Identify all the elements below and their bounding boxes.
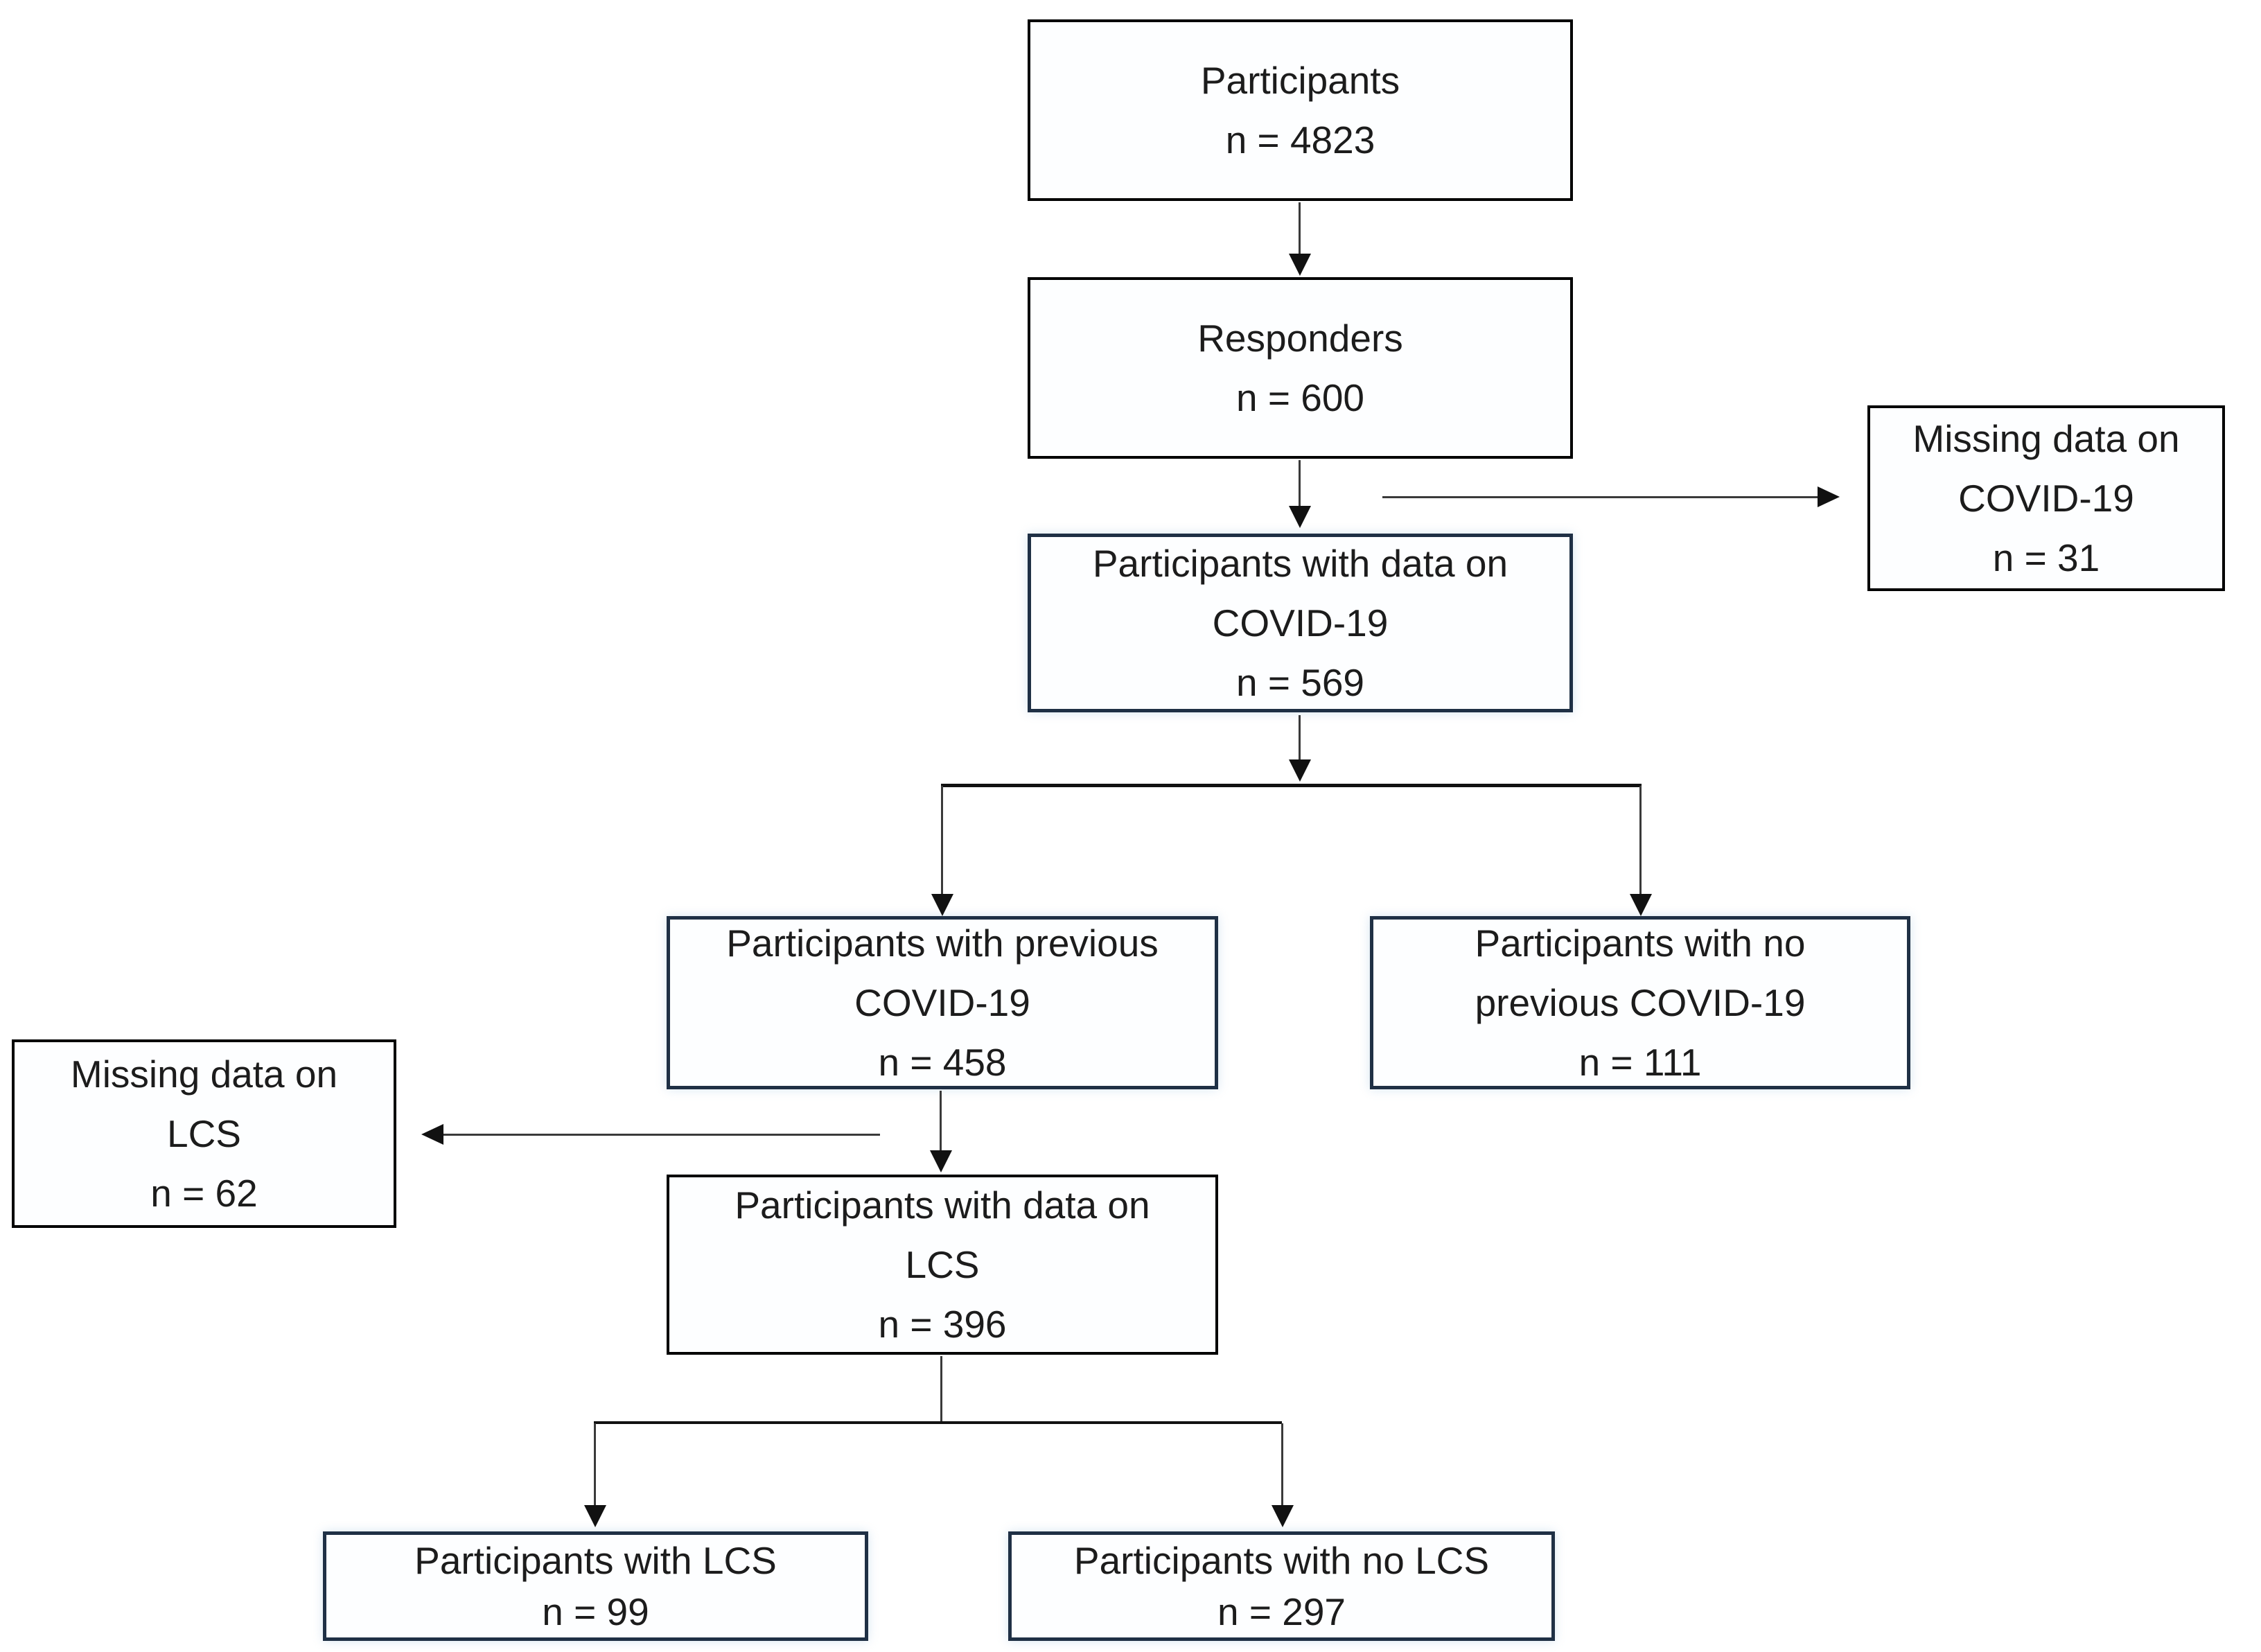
box-participants-count: n = 4823 <box>1225 118 1375 161</box>
branch-line-covid-split <box>941 784 1642 787</box>
box-participants-data-lcs-label-2: LCS <box>905 1243 980 1286</box>
box-no-lcs-label: Participants with no LCS <box>1073 1539 1490 1582</box>
box-missing-data-covid-label-1: Missing data on <box>1912 417 2180 460</box>
box-previous-covid-count: n = 458 <box>878 1041 1007 1084</box>
box-previous-covid-label-2: COVID-19 <box>854 981 1030 1024</box>
arrow-to-missing-lcs-head <box>421 1124 443 1145</box>
box-no-previous-covid-label-2: previous COVID-19 <box>1475 981 1806 1024</box>
box-participants-data-covid: Participants with data on COVID-19 n = 5… <box>1028 534 1573 712</box>
arrow-branch-to-no-previous-covid-head <box>1630 894 1652 916</box>
box-participants-data-covid-label-1: Participants with data on <box>1092 542 1508 585</box>
arrow-branch-to-previous-covid-head <box>931 894 953 916</box>
box-no-previous-covid: Participants with no previous COVID-19 n… <box>1370 916 1910 1089</box>
box-participants-label: Participants <box>1200 59 1400 102</box>
box-participants: Participants n = 4823 <box>1028 19 1573 201</box>
box-missing-data-covid: Missing data on COVID-19 n = 31 <box>1867 405 2225 591</box>
arrow-branch-to-previous-covid-shaft <box>941 786 943 895</box>
arrow-to-missing-covid-shaft <box>1382 496 1818 498</box>
arrow-previous-covid-to-data-lcs-head <box>930 1150 952 1172</box>
box-with-lcs: Participants with LCS n = 99 <box>323 1531 868 1641</box>
box-responders: Responders n = 600 <box>1028 277 1573 459</box>
arrow-branch-to-no-lcs-shaft <box>1281 1423 1283 1506</box>
box-previous-covid-label-1: Participants with previous <box>726 922 1159 965</box>
box-participants-data-lcs: Participants with data on LCS n = 396 <box>667 1175 1218 1355</box>
arrow-data-covid-to-branch-shaft <box>1299 715 1301 761</box>
arrow-to-missing-lcs-shaft <box>443 1134 880 1136</box>
arrow-branch-to-no-lcs-head <box>1272 1505 1294 1527</box>
arrow-previous-covid-to-data-lcs-shaft <box>940 1091 942 1152</box>
box-missing-data-lcs-label-2: LCS <box>167 1112 241 1155</box>
arrow-branch-to-no-previous-covid-shaft <box>1639 786 1642 895</box>
box-with-lcs-label: Participants with LCS <box>414 1539 777 1582</box>
branch-line-lcs-split <box>594 1421 1282 1424</box>
arrow-responders-to-data-covid-shaft <box>1299 460 1301 507</box>
box-with-lcs-count: n = 99 <box>542 1590 649 1633</box>
box-responders-label: Responders <box>1197 317 1403 360</box>
box-responders-count: n = 600 <box>1235 376 1365 419</box>
arrow-responders-to-data-covid-head <box>1289 506 1311 528</box>
box-participants-data-lcs-count: n = 396 <box>878 1303 1007 1346</box>
arrow-data-covid-to-branch-head <box>1289 759 1311 782</box>
arrow-participants-to-responders-head <box>1289 254 1311 276</box>
stub-data-lcs-to-branch <box>940 1356 942 1423</box>
box-participants-data-covid-label-2: COVID-19 <box>1212 601 1389 644</box>
box-no-previous-covid-count: n = 111 <box>1578 1041 1702 1084</box>
box-participants-data-covid-count: n = 569 <box>1235 661 1365 704</box>
arrow-branch-to-with-lcs-shaft <box>594 1423 596 1506</box>
box-missing-data-covid-count: n = 31 <box>1992 536 2100 579</box>
arrow-to-missing-covid-head <box>1818 486 1840 507</box>
box-missing-data-covid-label-2: COVID-19 <box>1958 477 2134 520</box>
arrow-branch-to-with-lcs-head <box>584 1505 606 1527</box>
box-missing-data-lcs-label-1: Missing data on <box>70 1053 338 1096</box>
box-missing-data-lcs-count: n = 62 <box>150 1172 258 1215</box>
box-missing-data-lcs: Missing data on LCS n = 62 <box>12 1039 396 1228</box>
box-previous-covid: Participants with previous COVID-19 n = … <box>667 916 1218 1089</box>
arrow-participants-to-responders-shaft <box>1299 202 1301 256</box>
box-no-previous-covid-label-1: Participants with no <box>1475 922 1806 965</box>
box-no-lcs: Participants with no LCS n = 297 <box>1008 1531 1555 1641</box>
box-participants-data-lcs-label-1: Participants with data on <box>734 1184 1150 1227</box>
box-no-lcs-count: n = 297 <box>1217 1590 1346 1633</box>
